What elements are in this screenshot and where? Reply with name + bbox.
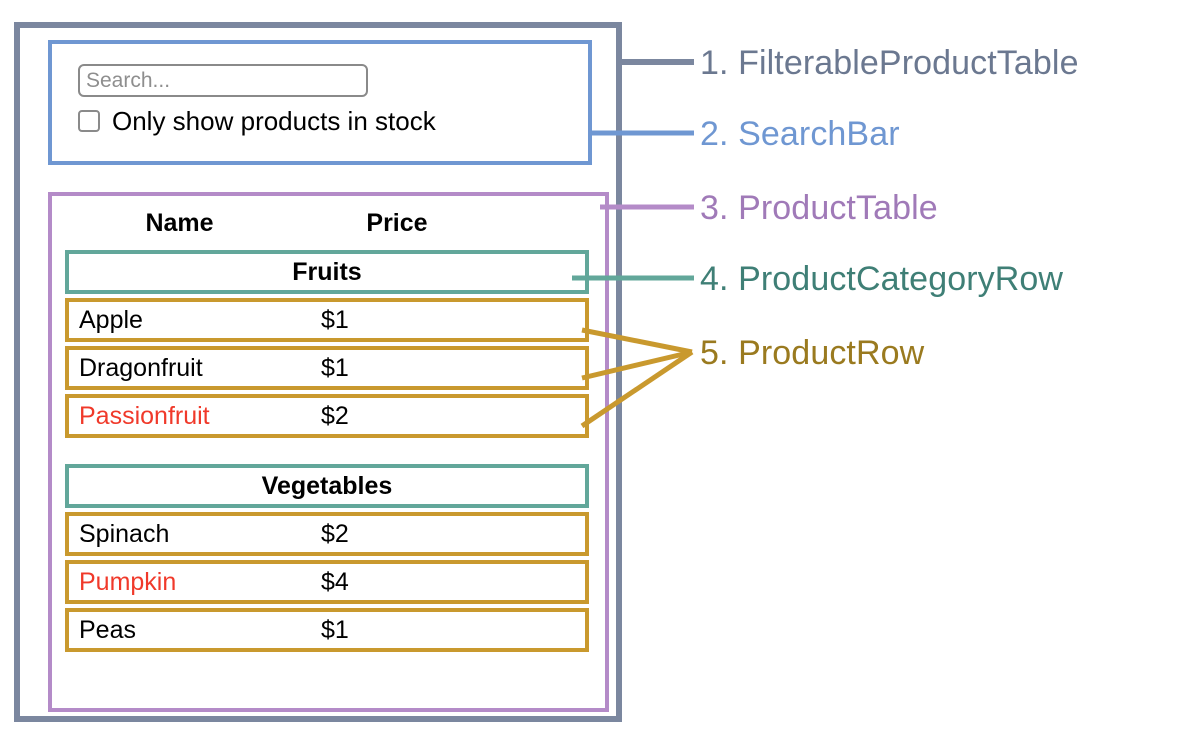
product-row-spinach[interactable]: Spinach $2 [65,512,589,556]
product-price: $2 [321,401,349,430]
product-price: $1 [321,615,349,644]
product-row-peas[interactable]: Peas $1 [65,608,589,652]
product-table-container: Name Price Fruits Apple $1 Dragonfruit $… [48,192,609,712]
product-table-header-row: Name Price [52,204,605,242]
search-bar-container: Only show products in stock [48,40,592,165]
column-header-name: Name [145,209,214,237]
product-price: $2 [321,519,349,548]
annotation-label-product-table: 3. ProductTable [700,189,938,227]
product-name: Pumpkin [79,567,177,596]
product-rows-area: Fruits Apple $1 Dragonfruit $1 Passionfr… [65,250,589,656]
product-name: Spinach [79,519,170,548]
in-stock-checkbox-label: Only show products in stock [112,106,436,136]
product-category-row-vegetables: Vegetables [65,464,589,508]
product-name: Apple [79,305,143,334]
annotation-label-search-bar: 2. SearchBar [700,115,900,153]
product-name: Passionfruit [79,401,210,430]
product-category-row-fruits: Fruits [65,250,589,294]
product-price: $1 [321,353,349,382]
filterable-product-table-container: Only show products in stock Name Price F… [14,22,622,722]
product-row-passionfruit[interactable]: Passionfruit $2 [65,394,589,438]
product-price: $1 [321,305,349,334]
product-name: Peas [79,615,136,644]
annotation-label-product-category-row: 4. ProductCategoryRow [700,260,1064,298]
column-header-price: Price [366,209,428,237]
annotation-label-product-row: 5. ProductRow [700,334,925,372]
in-stock-checkbox[interactable] [78,110,100,132]
section-spacer [65,442,589,464]
annotation-label-filterable-product-table: 1. FilterableProductTable [700,44,1079,82]
product-name: Dragonfruit [79,353,203,382]
product-price: $4 [321,567,349,596]
product-row-dragonfruit[interactable]: Dragonfruit $1 [65,346,589,390]
in-stock-checkbox-row[interactable]: Only show products in stock [78,108,436,134]
product-row-pumpkin[interactable]: Pumpkin $4 [65,560,589,604]
product-row-apple[interactable]: Apple $1 [65,298,589,342]
search-input[interactable] [78,64,368,97]
